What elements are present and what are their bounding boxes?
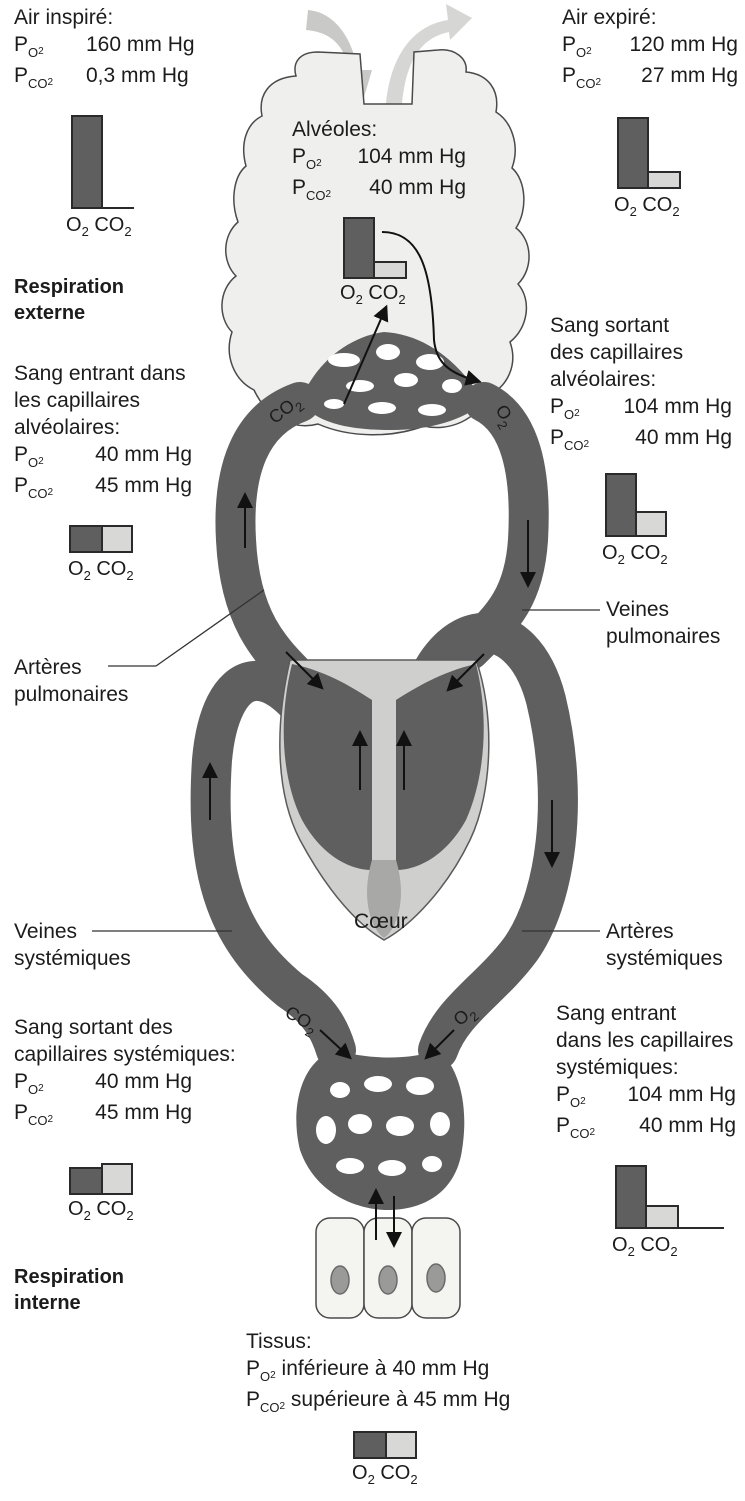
tissue-cells (316, 1218, 460, 1318)
air-expire-pco2: 27 mm Hg (626, 62, 738, 89)
respiration-externe-heading: Respiration externe (14, 274, 124, 326)
bar-co2 (648, 172, 680, 188)
bar-label-sang-sortant-sys: O2 CO2 (68, 1198, 134, 1221)
bar-label-alveoles: O2 CO2 (340, 282, 406, 305)
air-inspire-title: Air inspiré: (14, 4, 186, 31)
bar-co2 (646, 1206, 678, 1228)
air-expire-title: Air expiré: (562, 4, 738, 31)
right-heart (284, 664, 372, 870)
tissus-pco2: supérieure à 45 mm Hg (291, 1388, 510, 1411)
heart (280, 660, 489, 940)
bar-co2 (102, 526, 132, 552)
bar-air-expire (618, 118, 680, 188)
bar-sang-entrant-sys (616, 1166, 724, 1228)
air-expire-po2: 120 mm Hg (626, 31, 738, 58)
bar-label-air-inspire: O2 CO2 (66, 214, 132, 237)
bar-o2 (70, 1168, 102, 1194)
sang-entrant-alv-po2: 40 mm Hg (84, 441, 192, 468)
sang-sortant-alveolaires-block: Sang sortant des capillaires alvéolaires… (550, 312, 732, 455)
bar-o2 (354, 1432, 386, 1458)
sang-entrant-systemiques-block: Sang entrant dans les capillaires systém… (556, 1000, 736, 1143)
bar-sang-entrant-alv (70, 526, 132, 552)
bar-label-sang-sortant-alv: O2 CO2 (602, 542, 668, 565)
alveoles-title: Alvéoles: (292, 116, 466, 143)
bar-sang-sortant-sys (70, 1164, 132, 1194)
bar-label-air-expire: O2 CO2 (614, 194, 680, 217)
bar-label-tissus: O2 CO2 (352, 1462, 418, 1485)
bar-tissus (354, 1432, 416, 1458)
tissus-po2: inférieure à 40 mm Hg (282, 1357, 490, 1380)
bar-o2 (72, 116, 102, 208)
sang-sortant-alv-pco2: 40 mm Hg (610, 424, 732, 451)
respiration-interne-heading: Respiration interne (14, 1264, 124, 1316)
bar-label-sang-entrant-sys: O2 CO2 (612, 1234, 678, 1257)
coeur-label: Cœur (354, 908, 408, 935)
veines-pulmonaires-label: Veines pulmonaires (606, 596, 720, 650)
sang-sortant-alv-po2: 104 mm Hg (610, 393, 732, 420)
sang-entrant-sys-po2: 104 mm Hg (616, 1081, 736, 1108)
bar-air-inspire (72, 116, 134, 208)
arteres-pulmonaires-label: Artères pulmonaires (14, 654, 128, 708)
sang-sortant-systemiques-block: Sang sortant des capillaires systémiques… (14, 1014, 236, 1130)
systemic-capillaries (296, 1050, 464, 1210)
alveoles-po2: 104 mm Hg (354, 143, 466, 170)
bar-o2 (344, 218, 374, 278)
bar-o2 (618, 118, 648, 188)
bar-co2 (636, 512, 666, 536)
sang-entrant-sys-pco2: 40 mm Hg (616, 1112, 736, 1139)
sang-entrant-alveolaires-block: Sang entrant dans les capillaires alvéol… (14, 360, 192, 503)
bar-o2 (70, 526, 102, 552)
sang-sortant-sys-pco2: 45 mm Hg (84, 1099, 192, 1126)
bar-co2 (374, 262, 406, 278)
air-inspire-pco2: 0,3 mm Hg (86, 62, 186, 89)
tissus-block: Tissus: PO2 inférieure à 40 mm Hg PCO2 s… (246, 1328, 510, 1417)
sang-entrant-alv-pco2: 45 mm Hg (84, 472, 192, 499)
bar-o2 (616, 1166, 646, 1228)
alveoles-pco2: 40 mm Hg (354, 174, 466, 201)
air-inspire-po2: 160 mm Hg (86, 31, 186, 58)
bar-co2 (386, 1432, 416, 1458)
arteres-systemiques-label: Artères systémiques (606, 918, 723, 972)
veines-systemiques-label: Veines systémiques (14, 918, 131, 972)
bar-co2 (102, 1164, 132, 1194)
sang-sortant-sys-po2: 40 mm Hg (84, 1068, 192, 1095)
bar-label-sang-entrant-alv: O2 CO2 (68, 558, 134, 581)
bar-o2 (606, 474, 636, 536)
bar-sang-sortant-alv (606, 474, 666, 536)
